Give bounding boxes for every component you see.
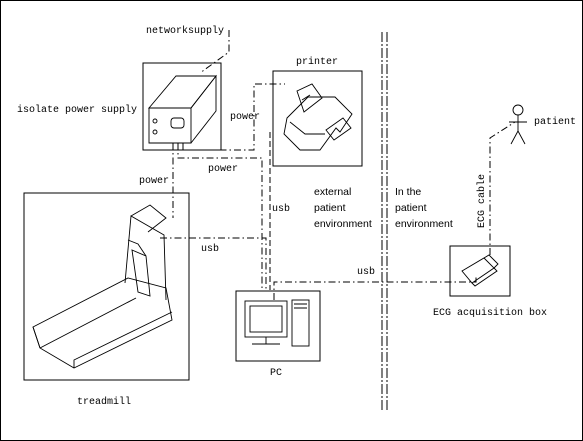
ecg-acquisition-box-frame [449,245,511,297]
printer-frame [272,70,363,167]
ecg-acquisition-box-label: ECG acquisition box [433,307,547,319]
external-env-line-1: external [314,186,351,198]
treadmill-label: treadmill [77,396,131,408]
isolate-power-supply-frame [142,62,222,151]
pc [235,290,321,362]
usb-label-printer: usb [272,203,290,215]
power-label-pc: power [208,164,238,175]
usb-label-treadmill: usb [201,243,219,255]
ecg-acquisition-box [449,245,511,297]
in-env-line-1: In the [395,186,421,198]
printer-label: printer [296,56,338,68]
patient-figure [509,104,527,145]
network-supply-cable [199,30,230,74]
isolate-power-supply-label: isolate power supply [17,104,137,116]
usb-cable-treadmill-pc [160,237,267,290]
printer [272,70,363,167]
ecg-cable-label: ECG cable [476,174,488,228]
pc-frame [235,290,321,362]
power-label-printer: power [230,112,260,123]
in-env-line-3: environment [395,218,453,230]
patient-label: patient [534,116,576,128]
usb-label-ecg: usb [357,266,375,278]
ecg-cable [489,121,516,255]
external-env-line-2: patient [314,202,346,214]
isolate-power-supply [142,62,222,151]
in-env-line-2: patient [395,202,427,214]
network-supply-label: networksupply [146,25,224,37]
pc-label: PC [270,368,282,379]
external-env-line-3: environment [314,218,372,230]
power-cable-printer [182,83,285,151]
treadmill-frame [23,192,190,381]
power-label-treadmill: power [139,176,169,187]
usb-cable-ecg-pc [273,275,477,300]
treadmill [23,192,190,381]
power-cable-pc [177,143,263,290]
